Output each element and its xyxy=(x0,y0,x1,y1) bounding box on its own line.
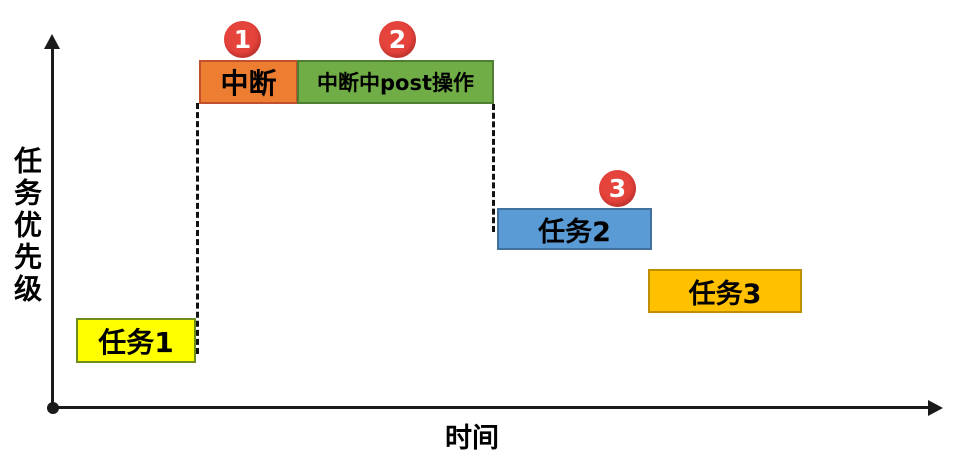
y-axis-line xyxy=(51,46,54,408)
origin-dot xyxy=(47,402,59,414)
x-axis-arrow-icon xyxy=(928,400,943,416)
step-badge-3-number: 3 xyxy=(608,174,627,203)
box-interrupt-post-operation: 中断中post操作 xyxy=(297,60,494,104)
preemption-dashed-line-start xyxy=(196,103,199,354)
step-badge-2-number: 2 xyxy=(388,25,407,54)
step-badge-2: 2 xyxy=(379,21,416,58)
box-interrupt-label: 中断 xyxy=(220,67,277,100)
preemption-dashed-line-end xyxy=(492,104,495,232)
x-axis-label: 时间 xyxy=(445,423,499,454)
box-task3-label: 任务3 xyxy=(688,278,762,310)
box-task3: 任务3 xyxy=(648,269,802,313)
step-badge-1: 1 xyxy=(224,21,261,58)
step-badge-1-number: 1 xyxy=(233,25,252,54)
box-task2-label: 任务2 xyxy=(538,216,611,248)
box-task1-label: 任务1 xyxy=(98,325,174,359)
x-axis-line xyxy=(53,406,931,409)
box-task1: 任务1 xyxy=(76,318,196,363)
y-axis-arrow-icon xyxy=(44,34,60,49)
step-badge-3: 3 xyxy=(599,170,636,207)
y-axis-label: 任务优先级 xyxy=(10,146,43,306)
box-task2: 任务2 xyxy=(497,208,652,250)
box-interrupt-post-operation-label: 中断中post操作 xyxy=(317,71,474,95)
box-interrupt: 中断 xyxy=(199,60,298,104)
